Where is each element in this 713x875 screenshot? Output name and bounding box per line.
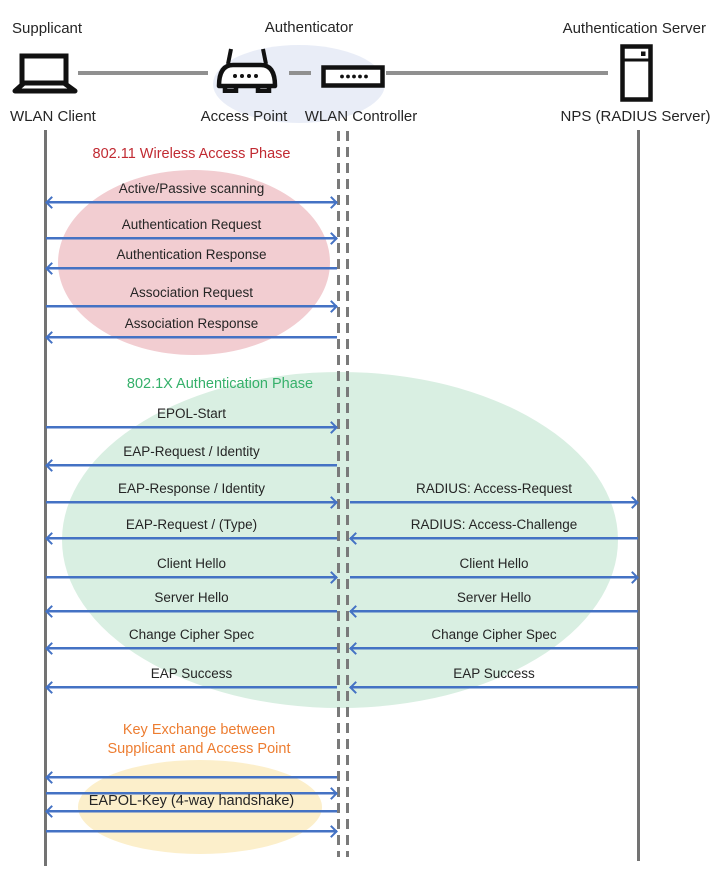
message-label: Association Request (129, 285, 254, 300)
message-arrow-left-icon (46, 263, 337, 273)
node-label-wlan-client: WLAN Client (10, 108, 96, 125)
message-arrow-left-icon (350, 606, 638, 616)
message-label: EAP-Request / (Type) (125, 517, 258, 532)
message-label: Client Hello (459, 556, 529, 571)
message-arrow-left-icon (46, 460, 337, 470)
message-label: EAP-Response / Identity (117, 481, 266, 496)
node-label-nps-radius-server: NPS (RADIUS Server) (560, 108, 711, 125)
message-label: EAP-Request / Identity (123, 444, 260, 459)
message-arrow-left-icon (46, 533, 337, 543)
message-label: Active/Passive scanning (118, 181, 265, 196)
role-authentication-server: Authentication Server (562, 20, 706, 37)
message-arrow-right-icon (46, 826, 337, 836)
message-arrow-right-icon (46, 233, 337, 243)
connector-client-ap (78, 71, 208, 75)
message-label: Client Hello (156, 556, 227, 571)
message-label: EAP Success (150, 666, 233, 681)
message-label: Server Hello (154, 590, 229, 605)
message-arrow-right-icon (46, 301, 337, 311)
message-arrow-both-icon (46, 197, 337, 207)
message-label: RADIUS: Access-Challenge (410, 517, 578, 532)
phase2-title: 802.1X Authentication Phase (126, 376, 314, 392)
lifeline-wlan-controller (346, 131, 349, 857)
access-point-icon (216, 47, 278, 93)
role-authenticator: Authenticator (264, 19, 354, 36)
message-label: Change Cipher Spec (431, 627, 557, 642)
message-label: Authentication Response (116, 247, 267, 262)
message-label: Association Response (124, 316, 259, 331)
message-arrow-right-icon (46, 788, 337, 798)
message-arrow-right-icon (350, 497, 638, 507)
phase3-title-line1: Key Exchange between (122, 722, 276, 738)
phase1-title: 802.11 Wireless Access Phase (92, 146, 291, 162)
message-label: EAPOL-Key (4-way handshake) (88, 793, 295, 809)
laptop-icon (12, 53, 78, 95)
message-arrow-left-icon (46, 332, 337, 342)
connector-ap-controller (289, 71, 311, 75)
wlan-controller-icon (321, 65, 385, 88)
message-arrow-right-icon (46, 422, 337, 432)
lifeline-nps-server (637, 130, 640, 861)
message-arrow-left-icon (46, 772, 337, 782)
message-arrow-right-icon (46, 572, 337, 582)
message-label: Server Hello (456, 590, 532, 605)
message-label: EPOL-Start (156, 406, 227, 421)
message-arrow-right-icon (46, 497, 337, 507)
message-label: Change Cipher Spec (128, 627, 255, 642)
message-arrow-left-icon (46, 682, 337, 692)
message-label: EAP Success (453, 666, 535, 681)
node-label-wlan-controller: WLAN Controller (304, 108, 418, 125)
connector-controller-server (386, 71, 608, 75)
node-label-access-point: Access Point (200, 108, 288, 125)
message-arrow-left-icon (46, 606, 337, 616)
message-arrow-right-icon (350, 572, 638, 582)
message-arrow-left-icon (350, 643, 638, 653)
message-arrow-left-icon (350, 682, 638, 692)
message-arrow-left-icon (350, 533, 638, 543)
message-arrow-left-icon (46, 643, 337, 653)
message-arrow-left-icon (46, 806, 337, 816)
lifeline-access-point (337, 131, 340, 857)
phase3-title-line2: Supplicant and Access Point (107, 741, 291, 757)
role-supplicant: Supplicant (12, 20, 83, 37)
server-icon (620, 44, 653, 102)
message-label: RADIUS: Access-Request (415, 481, 573, 496)
message-label: Authentication Request (121, 217, 262, 232)
